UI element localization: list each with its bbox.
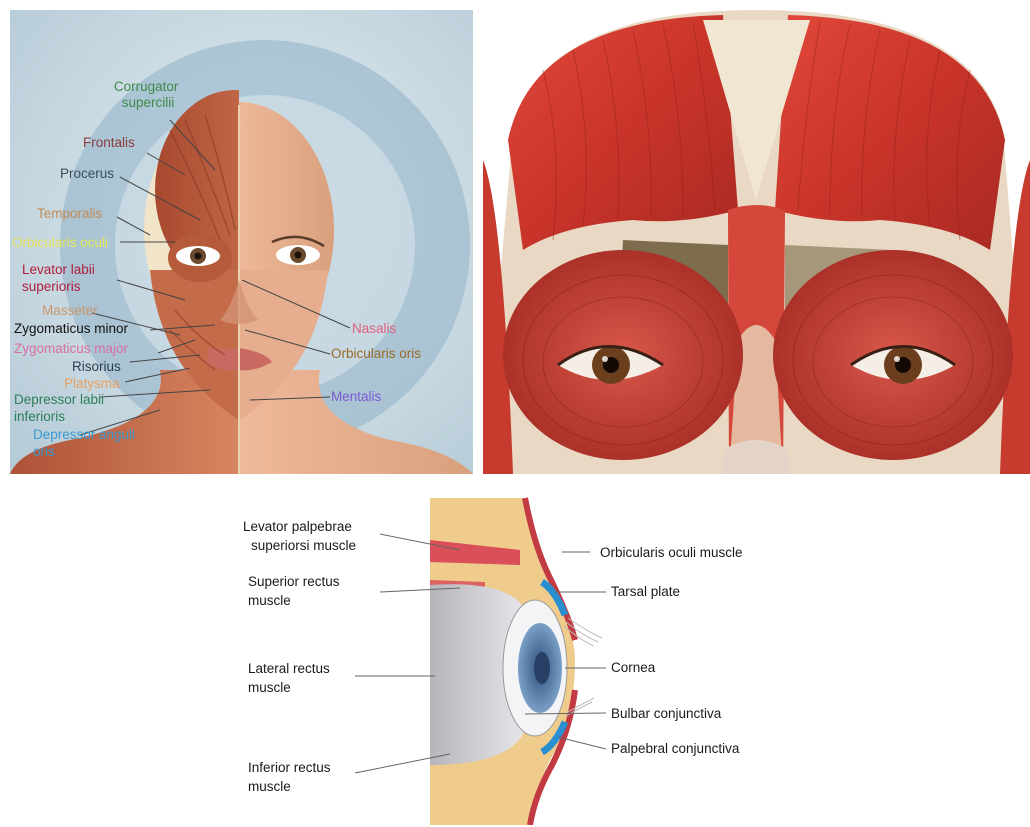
label-inferior-rectus: Inferior rectus muscle xyxy=(248,760,334,794)
label-orbicularis-oculi: Orbicularis oculi xyxy=(12,235,108,250)
label-zygomaticus-major: Zygomaticus major xyxy=(14,341,129,356)
label-mentalis: Mentalis xyxy=(331,389,382,404)
eye-cross-section-illustration: Levator palpebrae superiorsi muscle Supe… xyxy=(230,490,790,825)
face-muscle-closeup-illustration xyxy=(483,10,1030,474)
face-muscle-closeup xyxy=(483,10,1030,474)
facial-muscles-illustration: Corrugator supercilii Frontalis Procerus… xyxy=(10,10,473,474)
label-frontalis: Frontalis xyxy=(83,135,135,150)
nose-tip xyxy=(723,440,789,474)
label-platysma: Platysma xyxy=(64,376,120,391)
label-orbicularis-oculi-muscle: Orbicularis oculi muscle xyxy=(600,545,743,560)
label-cornea: Cornea xyxy=(611,660,656,675)
label-lateral-rectus: Lateral rectus muscle xyxy=(248,661,334,695)
label-masseter: Masseter xyxy=(42,303,98,318)
label-corrugator: Corrugator supercilii xyxy=(114,79,182,110)
label-superior-rectus: Superior rectus muscle xyxy=(248,574,343,608)
label-nasalis: Nasalis xyxy=(352,321,397,336)
label-bulbar-conjunctiva: Bulbar conjunctiva xyxy=(611,706,722,721)
label-levator-palpebrae: Levator palpebrae superiorsi muscle xyxy=(243,519,356,553)
pupil xyxy=(534,652,550,684)
facial-muscles-diagram: Corrugator supercilii Frontalis Procerus… xyxy=(10,10,473,474)
label-zygomaticus-minor: Zygomaticus minor xyxy=(14,321,129,336)
label-orbicularis-oris: Orbicularis oris xyxy=(331,346,421,361)
label-palpebral-conjunctiva: Palpebral conjunctiva xyxy=(611,741,740,756)
label-procerus: Procerus xyxy=(60,166,114,181)
label-temporalis: Temporalis xyxy=(37,206,103,221)
label-tarsal-plate: Tarsal plate xyxy=(611,584,680,599)
eye-cross-section-diagram: Levator palpebrae superiorsi muscle Supe… xyxy=(230,490,790,825)
label-risorius: Risorius xyxy=(72,359,121,374)
